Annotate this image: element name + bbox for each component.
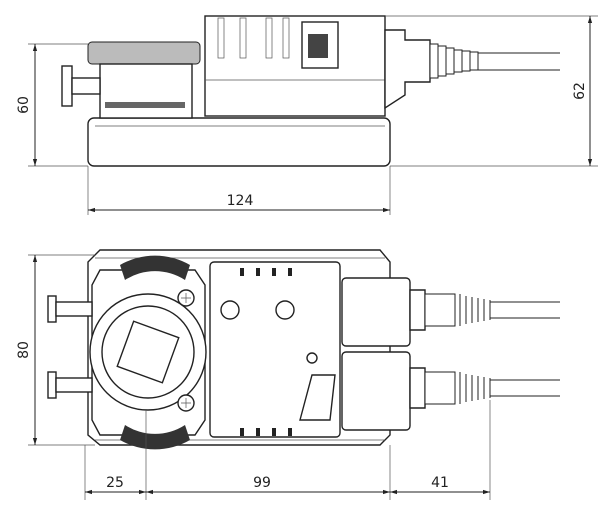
- clamp-arc-top: [120, 255, 190, 280]
- connector-housing-2: [341, 351, 411, 431]
- dimension-62: 62: [385, 15, 598, 167]
- dimension-124: 124: [87, 166, 391, 215]
- dimension-label-124: 124: [227, 193, 254, 209]
- release-button: [299, 374, 336, 421]
- top-view: [47, 249, 560, 450]
- dimension-60: 60: [16, 43, 88, 167]
- dimension-80: 80: [16, 254, 95, 446]
- rotation-symbol-icon: [220, 300, 240, 320]
- screw-icon: [177, 289, 195, 307]
- cable-strain-relief: [424, 293, 491, 405]
- clamp-arc-bottom: [120, 425, 190, 450]
- top-vent-slots: [240, 268, 292, 436]
- dimension-label-80: 80: [16, 341, 32, 359]
- side-view: [61, 15, 560, 167]
- screw-icon: [177, 394, 195, 412]
- led-indicator-icon: [306, 352, 318, 364]
- shaft: [61, 65, 73, 107]
- shaft-square: [116, 320, 180, 384]
- shaft-collar: [71, 77, 101, 95]
- shaft-stub: [47, 295, 93, 323]
- connector-socket: [308, 34, 328, 58]
- setting-dial-icon: [275, 300, 295, 320]
- connector-neck-1: [409, 289, 426, 331]
- cable: [478, 52, 560, 71]
- dimension-label-62: 62: [572, 82, 588, 100]
- dimension-label-41: 41: [431, 475, 449, 491]
- cable-gland: [384, 29, 431, 110]
- strain-relief: [429, 43, 479, 79]
- connector-housing-1: [341, 277, 411, 347]
- clamp-teeth: [105, 102, 185, 108]
- cables: [490, 301, 560, 397]
- clamp-block: [99, 63, 193, 119]
- base-plate: [87, 117, 391, 167]
- dimension-label-60: 60: [16, 96, 32, 114]
- housing: [204, 15, 386, 117]
- shaft-stub: [47, 371, 93, 399]
- dimension-chain-bottom: 25 99 41: [84, 400, 491, 500]
- dimension-label-25: 25: [106, 475, 124, 491]
- dimension-label-99: 99: [253, 475, 271, 491]
- connector-neck-2: [409, 367, 426, 409]
- vent-slots: [217, 17, 290, 59]
- manual-override-lever: [87, 41, 201, 65]
